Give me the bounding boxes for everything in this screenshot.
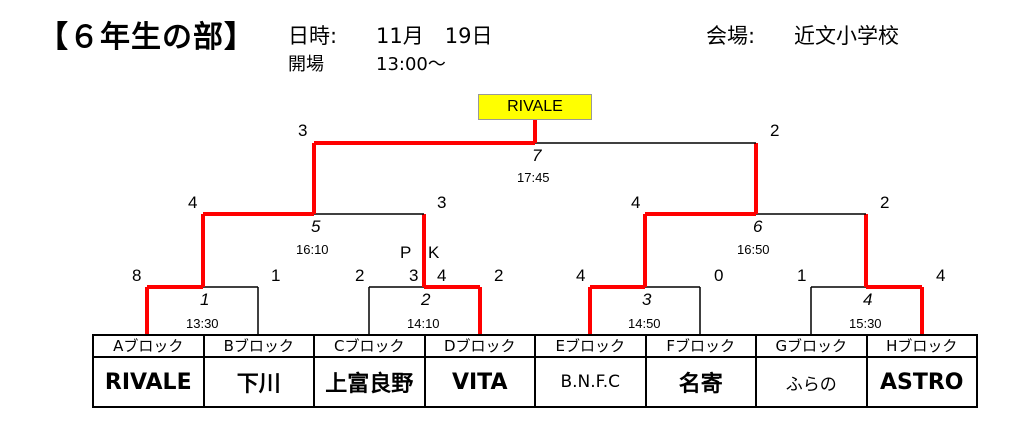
team-f-name: 名寄 bbox=[644, 356, 757, 408]
block-f-label: Fブロック bbox=[644, 334, 757, 358]
m3-right-score: 0 bbox=[714, 266, 724, 285]
m4-time: 15:30 bbox=[849, 316, 882, 331]
m6-right-score: 2 bbox=[880, 193, 890, 212]
team-h-name: ASTRO bbox=[865, 356, 978, 408]
open-value: 13:00〜 bbox=[376, 54, 446, 75]
m7-right-score: 2 bbox=[770, 121, 780, 140]
pk-letter-k: K bbox=[428, 243, 440, 262]
m2-left-extra-score: 3 bbox=[409, 266, 419, 285]
m1-right-score: 1 bbox=[271, 266, 281, 285]
m5-left-score: 4 bbox=[188, 193, 198, 212]
m3-left-score: 4 bbox=[576, 266, 586, 285]
pk-letter-p: P bbox=[400, 243, 412, 262]
date-label: 日時: bbox=[288, 24, 338, 48]
champion-name: RIVALE bbox=[507, 98, 563, 115]
team-c-name: 上富良野 bbox=[313, 356, 426, 408]
block-c-label: Cブロック bbox=[313, 334, 426, 358]
date-value: 11月 19日 bbox=[376, 24, 493, 48]
block-b-label: Bブロック bbox=[202, 334, 315, 358]
m5-right-score: 3 bbox=[437, 193, 447, 212]
block-e-label: Eブロック bbox=[534, 334, 647, 358]
m1-number: 1 bbox=[200, 290, 210, 309]
team-a-name: RIVALE bbox=[92, 356, 205, 408]
block-row: Aブロック Bブロック Cブロック Dブロック Eブロック Fブロック Gブロッ… bbox=[92, 334, 978, 358]
venue-value: 近文小学校 bbox=[794, 24, 899, 48]
open-label: 開場 bbox=[288, 54, 324, 75]
m2-pk-score: 4 bbox=[437, 266, 447, 285]
m2-left-score: 2 bbox=[355, 266, 365, 285]
team-g-name: ふらの bbox=[755, 356, 868, 408]
block-a-label: Aブロック bbox=[92, 334, 205, 358]
m4-left-score: 1 bbox=[797, 266, 807, 285]
champion-box: RIVALE bbox=[478, 94, 592, 120]
m2-right-score: 2 bbox=[494, 266, 504, 285]
m4-number: 4 bbox=[863, 290, 873, 309]
team-e-name: B.N.F.C bbox=[534, 356, 647, 408]
block-h-label: Hブロック bbox=[865, 334, 978, 358]
teams-table: Aブロック Bブロック Cブロック Dブロック Eブロック Fブロック Gブロッ… bbox=[92, 334, 978, 408]
m7-left-score: 3 bbox=[298, 121, 308, 140]
team-row: RIVALE 下川 上富良野 VITA B.N.F.C 名寄 ふらの ASTRO bbox=[92, 356, 978, 408]
m6-left-score: 4 bbox=[631, 193, 641, 212]
venue-label: 会場: bbox=[706, 24, 756, 48]
block-g-label: Gブロック bbox=[755, 334, 868, 358]
m7-number: 7 bbox=[532, 146, 542, 165]
m7-time: 17:45 bbox=[517, 170, 550, 185]
m3-time: 14:50 bbox=[628, 316, 661, 331]
m5-number: 5 bbox=[311, 217, 321, 236]
team-b-name: 下川 bbox=[202, 356, 315, 408]
m2-number: 2 bbox=[421, 290, 431, 309]
m1-time: 13:30 bbox=[186, 316, 219, 331]
m3-number: 3 bbox=[642, 290, 652, 309]
m6-time: 16:50 bbox=[737, 242, 770, 257]
block-d-label: Dブロック bbox=[423, 334, 536, 358]
m1-left-score: 8 bbox=[132, 266, 142, 285]
m2-time: 14:10 bbox=[407, 316, 440, 331]
m4-right-score: 4 bbox=[936, 266, 946, 285]
m6-number: 6 bbox=[753, 217, 763, 236]
team-d-name: VITA bbox=[423, 356, 536, 408]
page-title: 【６年生の部】 bbox=[38, 20, 255, 55]
m5-time: 16:10 bbox=[296, 242, 329, 257]
